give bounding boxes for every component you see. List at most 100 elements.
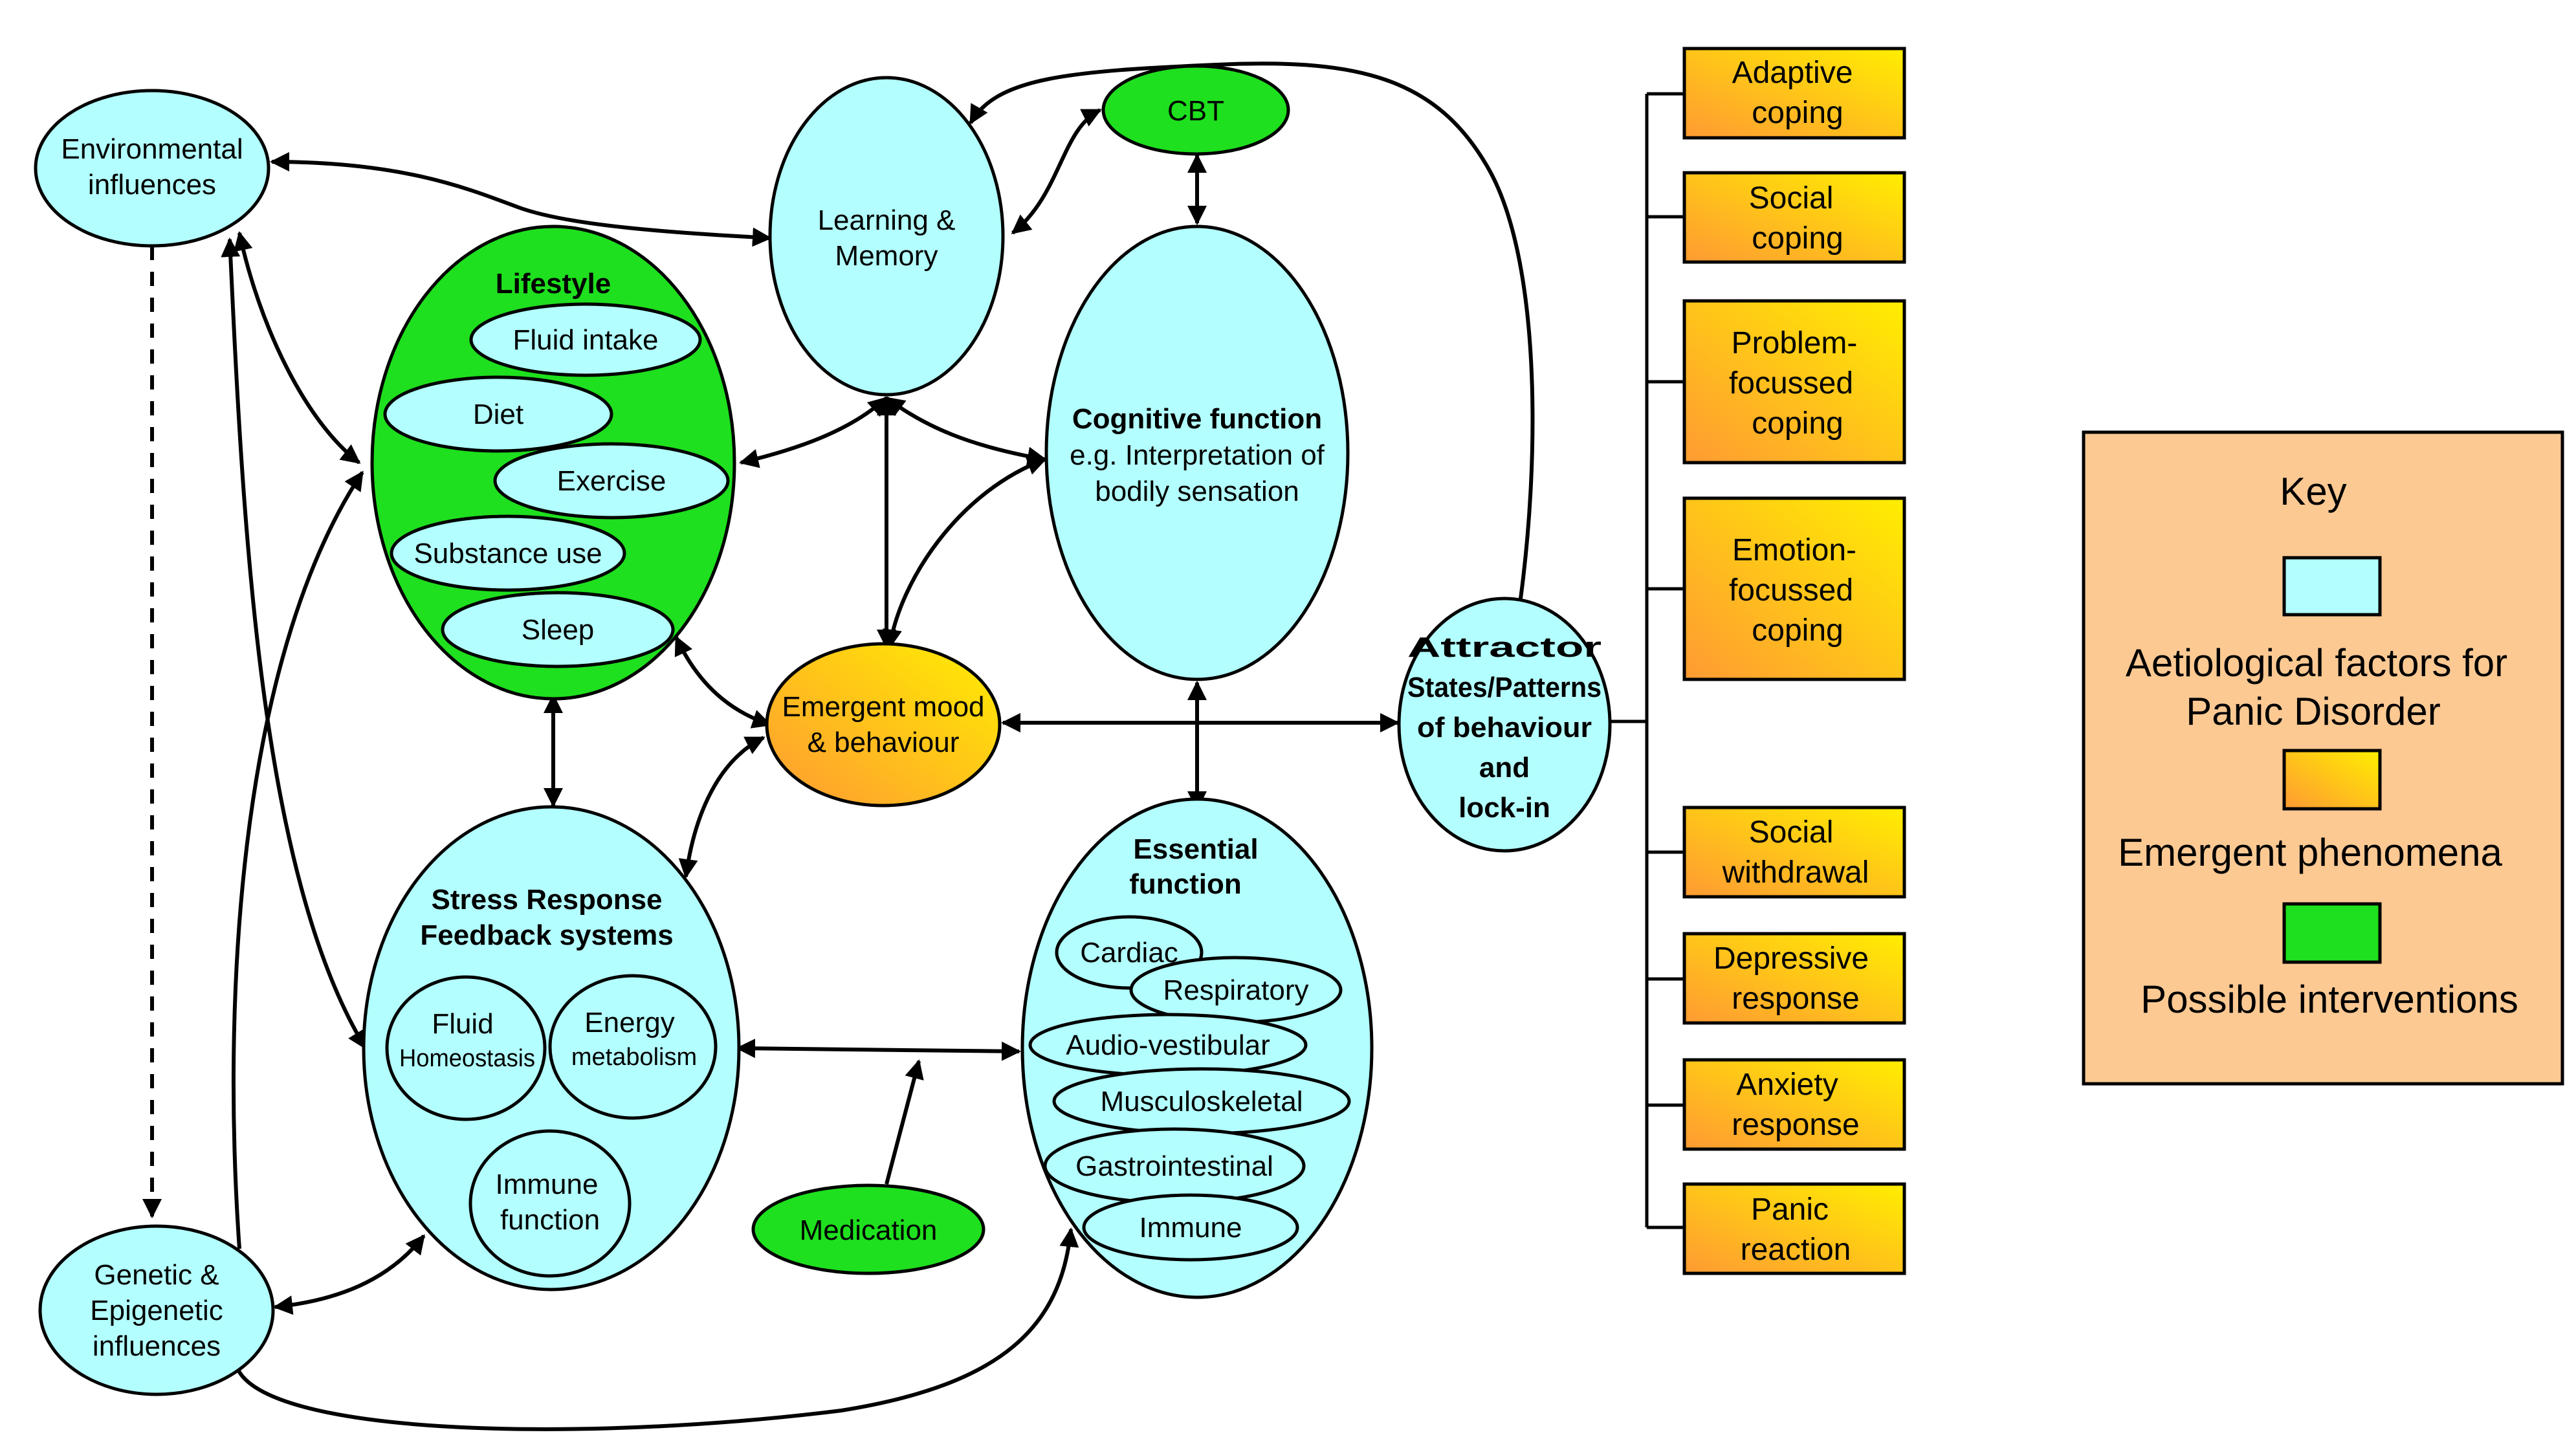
outcome-emotion-focussed-coping-line-1: Emotion-	[1732, 533, 1856, 567]
outcome-adaptive-coping: Adaptive coping	[1682, 47, 1906, 140]
key-legend: Key Aetiological factors for Panic Disor…	[2082, 430, 2564, 1086]
lifestyle-title: Lifestyle	[496, 268, 611, 300]
outcome-depressive-response: Depressive response	[1682, 932, 1906, 1025]
attractor-label-1: Attractor	[1407, 632, 1602, 663]
key-swatch-interventions	[2282, 902, 2382, 964]
key-aetiological-line-2: Panic Disorder	[2186, 690, 2441, 733]
attractor-label-3: of behaviour	[1417, 712, 1592, 743]
outcome-emotion-focussed-coping-line-2: focussed	[1729, 573, 1853, 608]
key-swatch-aetiological	[2282, 556, 2382, 617]
outcome-emotion-focussed-coping-line-3: coping	[1752, 613, 1843, 648]
outcome-depressive-response-line-2: response	[1732, 982, 1859, 1016]
outcome-anxiety-response-line-1: Anxiety	[1736, 1068, 1838, 1102]
emergent-mood-node: Emergent mood & behaviour	[765, 642, 1002, 807]
environmental-label-1: Environmental	[61, 133, 243, 165]
edge-medication	[885, 1059, 924, 1185]
key-interventions-label: Possible interventions	[2141, 978, 2518, 1021]
emergent-label-2: & behaviour	[808, 727, 960, 758]
edge-attractor-learning	[969, 61, 1535, 599]
outcome-social-coping: Social coping	[1682, 171, 1906, 264]
outcome-problem-focussed-coping-line-1: Problem-	[1732, 326, 1858, 360]
genetic-label-1: Genetic &	[94, 1259, 219, 1291]
edge-lifestyle-emergent	[674, 635, 772, 729]
key-swatch-emergent	[2282, 749, 2382, 811]
outcome-problem-focussed-coping: Problem- focussed coping	[1682, 299, 1906, 465]
outcome-anxiety-response-line-2: response	[1732, 1108, 1859, 1142]
stress-fluid-label: Fluid	[432, 1008, 493, 1040]
attractor-label-5: lock-in	[1459, 792, 1550, 824]
outcome-panic-reaction: Panic reaction	[1682, 1182, 1906, 1275]
edge-learning-cognitive	[885, 396, 1047, 467]
outcome-emotion-focussed-coping: Emotion- focussed coping	[1682, 496, 1906, 681]
lifestyle-diet: Diet	[473, 399, 523, 430]
edge-genetic-essential	[234, 1227, 1079, 1431]
essential-musculoskeletal: Musculoskeletal	[1100, 1086, 1303, 1117]
essential-gastrointestinal: Gastrointestinal	[1075, 1150, 1273, 1182]
outcome-social-withdrawal-line-1: Social	[1749, 815, 1834, 850]
learning-label-1: Learning &	[818, 204, 956, 236]
learning-memory-node: Learning & Memory	[768, 76, 1005, 397]
medication-label: Medication	[800, 1214, 938, 1246]
emergent-label-1: Emergent mood	[782, 691, 984, 723]
outcome-anxiety-response: Anxiety response	[1682, 1058, 1906, 1151]
attractor-label-2: States/Patterns	[1407, 672, 1602, 703]
outcome-boxes: Adaptive coping Social coping Problem- f…	[1682, 47, 1906, 1275]
genetic-label-3: influences	[93, 1330, 221, 1362]
cognitive-title: Cognitive function	[1072, 403, 1322, 435]
learning-label-2: Memory	[835, 240, 938, 272]
stress-function-label: function	[500, 1204, 600, 1236]
edge-learning-lifestyle	[739, 396, 888, 468]
stress-title-1: Stress Response	[431, 884, 662, 916]
essential-cardiac: Cardiac	[1080, 937, 1178, 969]
edge-environmental-stress	[221, 237, 368, 1050]
cognitive-subtitle-1: e.g. Interpretation of	[1070, 439, 1325, 471]
edge-environmental-learning	[270, 152, 772, 247]
lifestyle-node: Lifestyle Fluid intake Diet Exercise Sub…	[370, 225, 736, 701]
outcome-problem-focussed-coping-line-2: focussed	[1729, 366, 1853, 401]
genetic-node: Genetic & Epigenetic influences	[38, 1224, 275, 1396]
essential-audio-vestibular: Audio-vestibular	[1066, 1029, 1270, 1061]
outcome-social-coping-line-1: Social	[1749, 181, 1834, 215]
outcome-adaptive-coping-line-1: Adaptive	[1732, 56, 1853, 90]
essential-title-2: function	[1129, 868, 1242, 900]
cbt-node: CBT	[1101, 64, 1290, 156]
edge-stress-essential	[736, 1038, 1021, 1061]
edges	[142, 61, 1535, 1431]
attractor-node: Attractor States/Patterns of behaviour a…	[1397, 597, 1612, 853]
cognitive-function-node: Cognitive function e.g. Interpretation o…	[1044, 225, 1350, 681]
attractor-label-4: and	[1479, 752, 1530, 784]
edge-genetic-stress	[273, 1234, 426, 1315]
outcome-depressive-response-line-1: Depressive	[1713, 941, 1869, 976]
essential-respiratory: Respiratory	[1163, 974, 1309, 1006]
outcome-problem-focussed-coping-line-3: coping	[1752, 406, 1843, 441]
environmental-node: Environmental influences	[34, 89, 270, 248]
edge-cbt-learning	[1011, 108, 1102, 235]
stress-immune-label: Immune	[496, 1169, 599, 1200]
outcome-panic-reaction-line-1: Panic	[1751, 1192, 1829, 1227]
stress-metabolism-label: metabolism	[571, 1044, 697, 1071]
environmental-label-2: influences	[88, 169, 216, 201]
outcome-tree-lines	[1610, 92, 1684, 1229]
outcome-adaptive-coping-line-2: coping	[1752, 96, 1843, 130]
stress-energy-label: Energy	[584, 1007, 674, 1038]
essential-immune: Immune	[1139, 1212, 1242, 1244]
lifestyle-fluid-intake: Fluid intake	[512, 324, 658, 356]
essential-function-node: Essential function Cardiac Respiratory A…	[1020, 797, 1374, 1299]
edge-genetic-lifestyle	[231, 470, 364, 1249]
outcome-social-coping-line-2: coping	[1752, 221, 1843, 256]
lifestyle-sleep: Sleep	[522, 614, 595, 646]
outcome-social-withdrawal: Social withdrawal	[1682, 806, 1906, 899]
key-aetiological-line-1: Aetiological factors for	[2126, 641, 2507, 685]
essential-title-1: Essential	[1133, 833, 1258, 865]
outcome-social-withdrawal-line-2: withdrawal	[1722, 855, 1869, 890]
genetic-label-2: Epigenetic	[90, 1295, 223, 1326]
stress-title-2: Feedback systems	[420, 919, 673, 951]
edge-environmental-lifestyle	[233, 231, 361, 465]
outcome-panic-reaction-line-2: reaction	[1741, 1233, 1851, 1267]
key-title: Key	[2280, 470, 2346, 513]
stress-response-node: Stress Response Feedback systems Fluid H…	[362, 805, 741, 1291]
edge-emergent-stress	[678, 736, 765, 879]
key-emergent-label: Emergent phenomena	[2118, 831, 2502, 874]
edge-cognitive-emergent	[883, 456, 1047, 649]
